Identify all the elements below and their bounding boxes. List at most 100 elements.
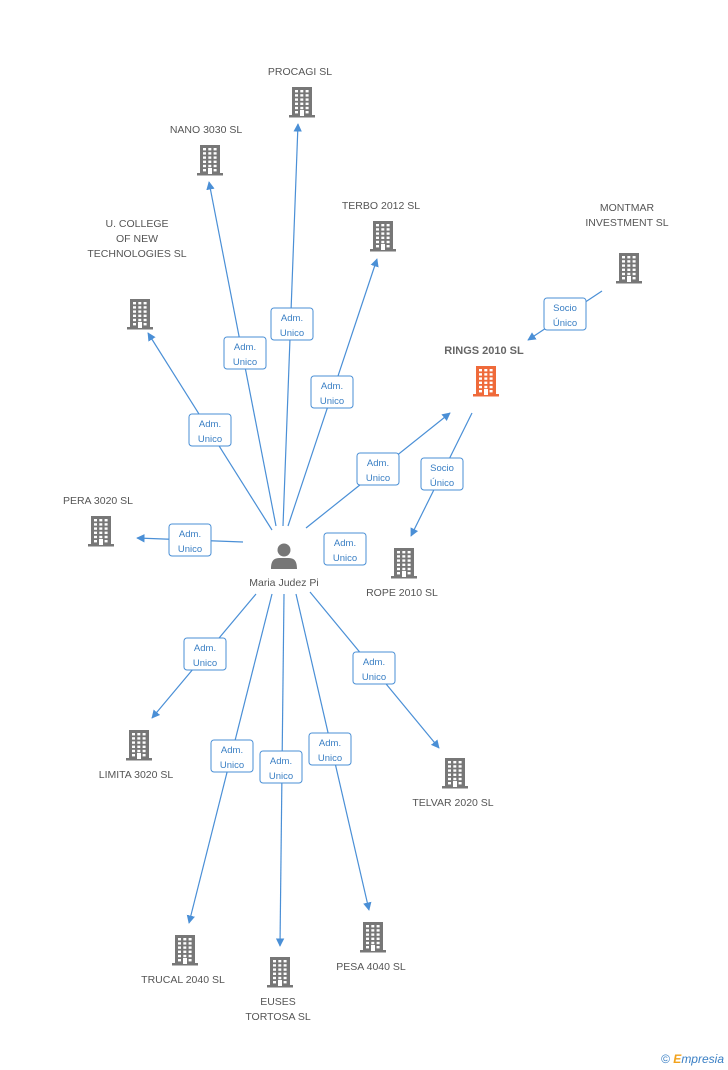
company-name: NANO 3030 SL — [170, 124, 243, 136]
relation-label-person-pesa[interactable]: Adm. Unico — [308, 732, 352, 766]
relation-label-text: Unico — [269, 771, 293, 782]
relation-label-text: Adm. — [363, 657, 385, 668]
building-icon — [88, 516, 114, 547]
company-node-nano[interactable]: NANO 3030 SL — [170, 124, 243, 176]
company-node-terbo[interactable]: TERBO 2012 SL — [342, 200, 420, 252]
building-icon — [126, 730, 152, 761]
building-icon — [267, 957, 293, 988]
building-icon — [360, 922, 386, 953]
company-name: PROCAGI SL — [268, 66, 332, 78]
relation-label-person-rings[interactable]: Adm. Unico — [356, 452, 400, 486]
relation-label-text: Unico — [333, 553, 357, 564]
company-node-pera[interactable]: PERA 3020 SL — [63, 495, 133, 547]
company-node-college[interactable]: U. COLLEGE OF NEW TECHNOLOGIES SL — [87, 218, 187, 330]
company-name: OF NEW — [116, 233, 158, 245]
relation-label-text: Unico — [318, 753, 342, 764]
company-name: TRUCAL 2040 SL — [141, 974, 225, 986]
company-node-rope[interactable]: ROPE 2010 SL — [366, 548, 438, 599]
company-node-pesa[interactable]: PESA 4040 SL — [336, 922, 406, 973]
company-node-telvar[interactable]: TELVAR 2020 SL — [412, 758, 494, 809]
brand-name: Empresia — [673, 1052, 724, 1066]
relation-label-text: Adm. — [270, 756, 292, 767]
relation-label-text: Adm. — [321, 381, 343, 392]
company-name: ROPE 2010 SL — [366, 587, 438, 599]
company-name: PESA 4040 SL — [336, 961, 406, 973]
building-icon — [370, 221, 396, 252]
company-name: TORTOSA SL — [245, 1011, 311, 1023]
footer-logo[interactable]: © Empresia — [661, 1052, 724, 1066]
relation-label-box — [420, 457, 464, 491]
relation-labels-layer: Adm.UnicoAdm.UnicoAdm.UnicoAdm.UnicoAdm.… — [168, 297, 587, 784]
relation-label-text: Unico — [233, 357, 257, 368]
relation-label-text: Unico — [198, 434, 222, 445]
relation-label-box — [259, 750, 303, 784]
relation-label-text: Adm. — [221, 745, 243, 756]
building-icon — [127, 299, 153, 330]
relation-label-box — [168, 523, 212, 557]
relation-label-box — [210, 739, 254, 773]
relation-label-person-rope[interactable]: Adm.Unico — [323, 532, 367, 566]
relation-label-person-telvar[interactable]: Adm.Unico — [352, 651, 396, 685]
relation-label-box — [543, 297, 587, 331]
relation-label-text: Adm. — [319, 738, 341, 749]
relation-label-box — [183, 637, 227, 671]
relation-label-person-limita[interactable]: Adm. Unico — [183, 637, 227, 671]
company-name: EUSES — [260, 996, 296, 1008]
relation-label-box — [323, 532, 367, 566]
relation-label-box — [270, 307, 314, 341]
relation-label-box — [356, 452, 400, 486]
relation-label-text: Socio — [430, 463, 454, 474]
company-name: TECHNOLOGIES SL — [87, 248, 186, 260]
relation-label-text: Único — [553, 318, 577, 329]
company-name: LIMITA 3020 SL — [99, 769, 174, 781]
relation-label-text: Adm. — [179, 529, 201, 540]
relation-label-text: Unico — [320, 396, 344, 407]
building-icon — [473, 366, 499, 397]
relation-label-text: Unico — [193, 658, 217, 669]
company-node-limita[interactable]: LIMITA 3020 SL — [99, 730, 174, 781]
relation-label-person-college[interactable]: Adm. Unico — [188, 413, 232, 447]
relation-label-person-nano[interactable]: Adm. Unico — [223, 336, 267, 370]
relation-label-text: Adm. — [234, 342, 256, 353]
relation-label-person-pera[interactable]: Adm. Unico — [168, 523, 212, 557]
person-node[interactable]: Maria Judez Pi — [249, 543, 319, 590]
person-name: Maria Judez Pi — [249, 577, 318, 589]
company-name: U. COLLEGE — [105, 218, 168, 230]
relation-label-box — [352, 651, 396, 685]
company-node-procagi[interactable]: PROCAGI SL — [268, 66, 332, 118]
company-name: RINGS 2010 SL — [444, 345, 524, 357]
company-node-rings[interactable]: RINGS 2010 SL — [444, 345, 524, 397]
relation-label-box — [310, 375, 354, 409]
company-node-trucal[interactable]: TRUCAL 2040 SL — [141, 935, 225, 986]
relation-label-text: Adm. — [199, 419, 221, 430]
building-icon — [172, 935, 198, 966]
relation-label-text: Socio — [553, 303, 577, 314]
relation-label-box — [188, 413, 232, 447]
company-name: INVESTMENT SL — [585, 217, 668, 229]
building-icon — [289, 87, 315, 118]
relation-label-text: Unico — [178, 544, 202, 555]
relation-label-text: Unico — [280, 328, 304, 339]
building-icon — [197, 145, 223, 176]
copyright-symbol: © — [661, 1052, 670, 1066]
relation-label-person-procagi[interactable]: Adm. Unico — [270, 307, 314, 341]
company-node-euses[interactable]: EUSES TORTOSA SL — [245, 957, 311, 1023]
relation-label-text: Adm. — [281, 313, 303, 324]
relation-label-text: Único — [430, 478, 454, 489]
building-icon — [391, 548, 417, 579]
company-name: TELVAR 2020 SL — [412, 797, 493, 809]
building-icon — [616, 253, 642, 284]
relation-label-person-euses[interactable]: Adm. Unico — [259, 750, 303, 784]
building-icon — [442, 758, 468, 789]
relation-label-text: Unico — [220, 760, 244, 771]
relation-label-text: Unico — [366, 473, 390, 484]
relation-label-text: Adm. — [367, 458, 389, 469]
relation-label-person-terbo[interactable]: Adm. Unico — [310, 375, 354, 409]
relation-label-text: Adm. — [194, 643, 216, 654]
relation-label-person-trucal[interactable]: Adm. Unico — [210, 739, 254, 773]
relation-label-box — [308, 732, 352, 766]
